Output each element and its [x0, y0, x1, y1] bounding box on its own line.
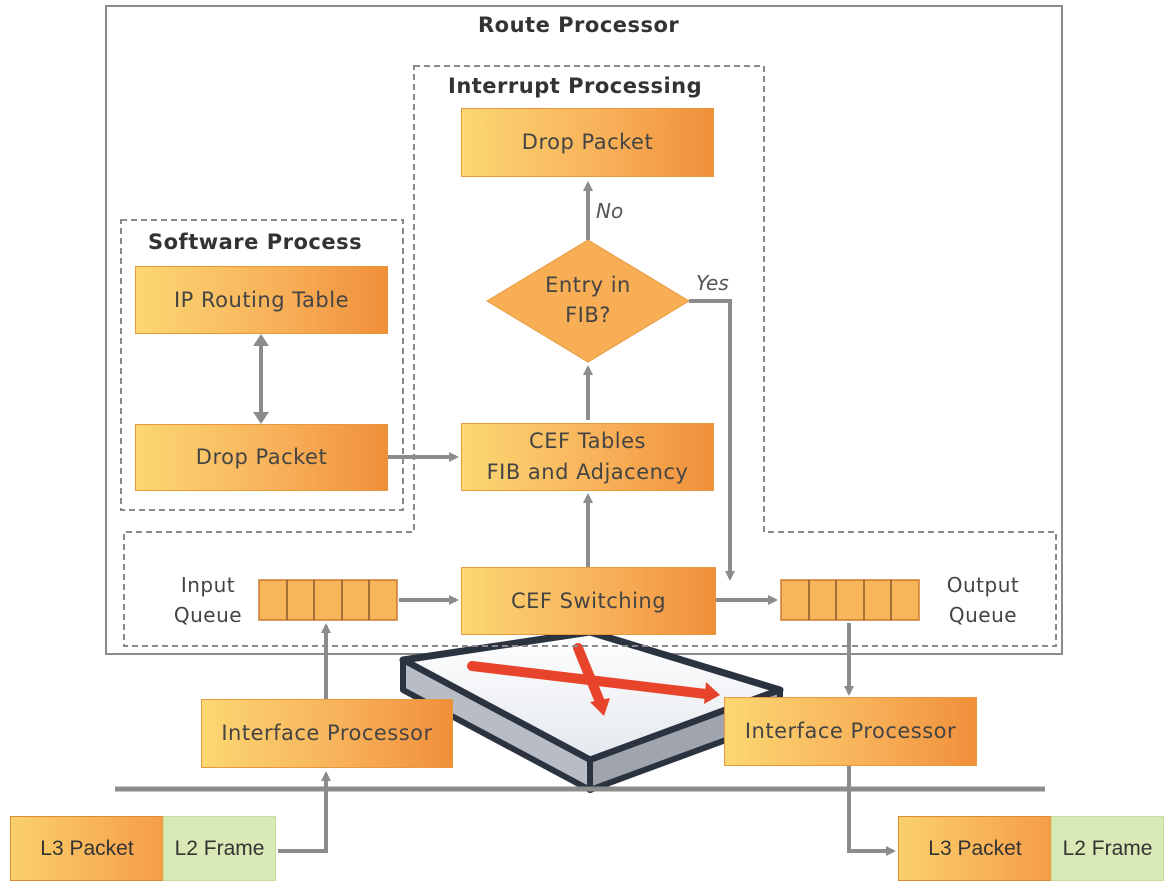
left-interface-processor: Interface Processor: [201, 699, 453, 768]
drop-packet-box: Drop Packet: [461, 108, 714, 177]
input-queue-line-2: Queue: [173, 603, 243, 627]
output-queue-line-2: Queue: [948, 603, 1018, 627]
no-label: No: [596, 199, 624, 223]
incoming-l3-packet: L3 Packet: [10, 816, 164, 881]
software-process-title: Software Process: [148, 230, 363, 254]
router-icon: [399, 628, 784, 793]
input-queue: [258, 579, 398, 621]
cef-switching-box: CEF Switching: [461, 567, 716, 635]
interrupt-processing-outline: [123, 65, 1057, 647]
incoming-l2-frame: L2 Frame: [163, 816, 276, 881]
router-cross-arrows: [467, 643, 720, 716]
route-processor-title: Route Processor: [478, 13, 680, 37]
input-queue-line-1: Input: [180, 573, 236, 597]
output-queue-label: Output Queue: [930, 570, 1036, 630]
fib-decision-label: Entry in FIB?: [528, 270, 648, 330]
routing-table-double-arrow: [253, 334, 269, 424]
decision-line-2: FIB?: [565, 303, 611, 327]
interrupt-processing-title: Interrupt Processing: [448, 74, 703, 98]
cef-tables-line-1: CEF Tables: [529, 429, 646, 453]
yes-label: Yes: [696, 271, 729, 295]
software-drop-packet-box: Drop Packet: [135, 424, 388, 491]
output-queue: [780, 579, 920, 621]
outgoing-l3-packet: L3 Packet: [898, 816, 1052, 881]
cef-tables-box: CEF Tables FIB and Adjacency: [461, 423, 714, 491]
input-queue-label: Input Queue: [160, 570, 256, 630]
flow-arrows: [278, 181, 896, 856]
fib-decision-diamond: [486, 239, 690, 363]
ip-routing-table-box: IP Routing Table: [135, 266, 388, 334]
right-interface-processor: Interface Processor: [724, 697, 977, 766]
outgoing-l2-frame: L2 Frame: [1051, 816, 1164, 881]
decision-line-1: Entry in: [545, 273, 631, 297]
output-queue-line-1: Output: [946, 573, 1020, 597]
cef-tables-line-2: FIB and Adjacency: [486, 460, 689, 484]
